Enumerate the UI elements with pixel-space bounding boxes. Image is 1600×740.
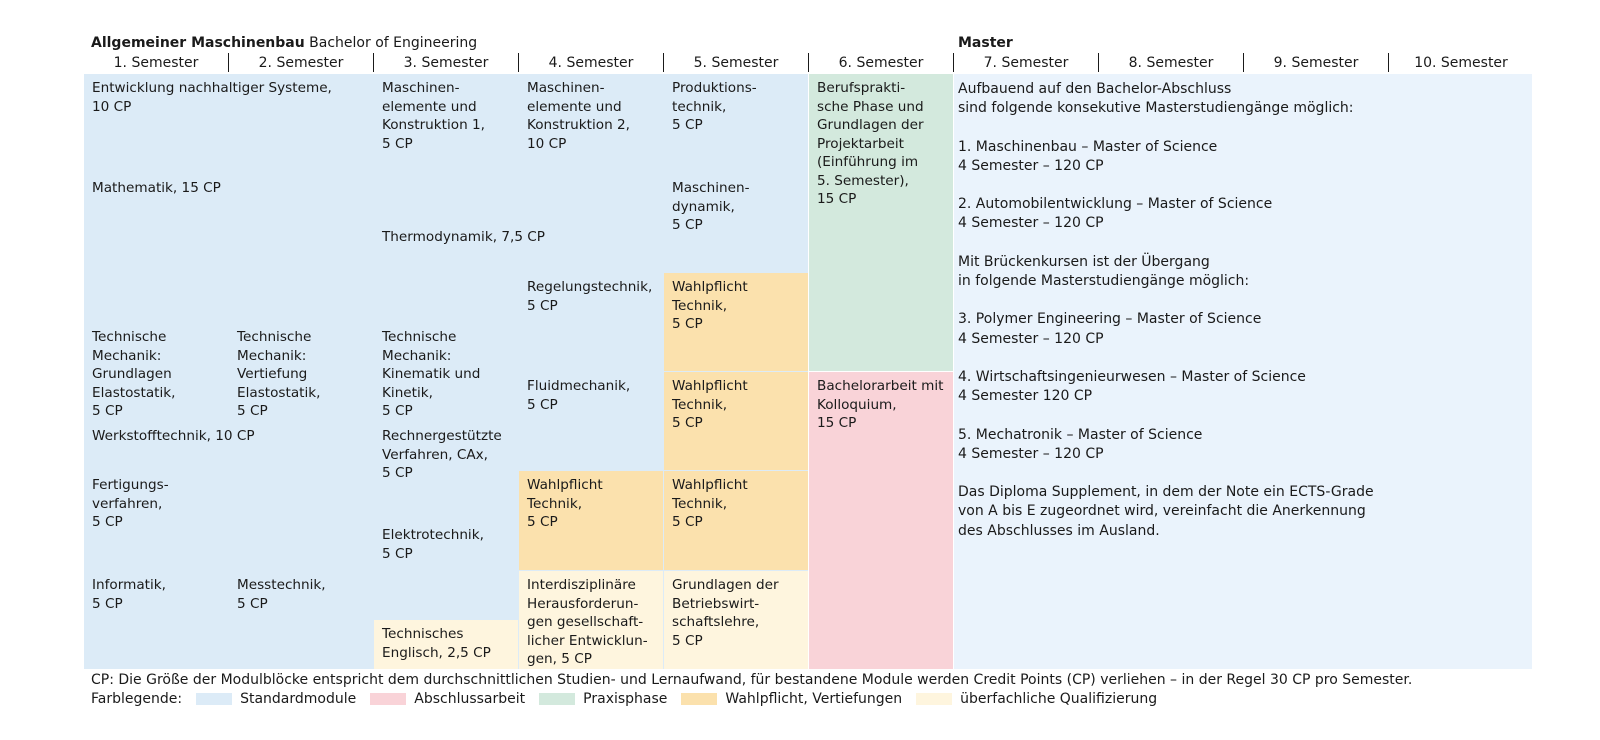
semester-divider: [1388, 53, 1389, 72]
module-wahlpflicht-technik-sem5a: Wahlpflicht Technik, 5 CP: [664, 273, 808, 371]
legend-label-praxisphase: Praxisphase: [583, 691, 668, 707]
semester-4-label: 4. Semester: [548, 55, 634, 71]
module-entwicklung-nachhaltiger-systeme: Entwicklung nachhaltiger Systeme, 10 CP: [84, 74, 373, 173]
master-panel: [954, 74, 1532, 669]
module-fluidmechanik: Fluidmechanik, 5 CP: [519, 372, 663, 470]
semester-divider: [373, 53, 374, 72]
module-tm-vertiefung-elastostatik: Technische Mechanik: Vertiefung Elastost…: [229, 323, 373, 421]
legend-label-wahlpflicht: Wahlpflicht, Vertiefungen: [725, 691, 903, 707]
module-wahlpflicht-technik-sem4: Wahlpflicht Technik, 5 CP: [519, 471, 663, 570]
legend-title: Farblegende:: [91, 691, 183, 707]
module-elektrotechnik: Elektrotechnik, 5 CP: [374, 521, 518, 619]
semester-6-label: 6. Semester: [838, 55, 924, 71]
legend-label-abschlussarbeit: Abschlussarbeit: [414, 691, 526, 707]
semester-8-label: 8. Semester: [1128, 55, 1214, 71]
legend-swatch-ueberfachlich: [916, 693, 953, 705]
semester-divider: [228, 53, 229, 72]
program-degree: Bachelor of Engineering: [309, 35, 478, 51]
semester-divider: [1098, 53, 1099, 72]
semester-divider: [663, 53, 664, 72]
legend-swatch-praxisphase: [539, 693, 576, 705]
color-legend: Farblegende: Standardmodule Abschlussarb…: [91, 690, 1157, 708]
module-maschinenelemente-konstruktion-1: Maschinen- elemente und Konstruktion 1, …: [374, 74, 518, 173]
legend-swatch-abschlussarbeit: [370, 693, 407, 705]
module-fertigungsverfahren: Fertigungs- verfahren, 5 CP: [84, 471, 228, 570]
semester-divider: [518, 53, 519, 72]
module-mathematik: Mathematik, 15 CP: [84, 174, 373, 322]
legend-swatch-wahlpflicht: [681, 693, 718, 705]
semester-5-label: 5. Semester: [693, 55, 779, 71]
legend-label-ueberfachlich: überfachliche Qualifizierung: [960, 691, 1158, 707]
semester-divider: [1243, 53, 1244, 72]
module-regelungstechnik: Regelungstechnik, 5 CP: [519, 273, 663, 371]
module-bachelorarbeit: Bachelorarbeit mit Kolloquium, 15 CP: [809, 372, 953, 669]
semester-2-label: 2. Semester: [258, 55, 344, 71]
module-wahlpflicht-technik-sem5c: Wahlpflicht Technik, 5 CP: [664, 471, 808, 570]
module-produktionstechnik: Produktions- technik, 5 CP: [664, 74, 808, 173]
program-title: Allgemeiner Maschinenbau Bachelor of Eng…: [91, 35, 477, 51]
semester-divider: [953, 53, 954, 72]
module-wahlpflicht-technik-sem5b: Wahlpflicht Technik, 5 CP: [664, 372, 808, 470]
module-maschinendynamik: Maschinen- dynamik, 5 CP: [664, 174, 808, 272]
module-maschinenelemente-konstruktion-2: Maschinen- elemente und Konstruktion 2, …: [519, 74, 663, 222]
cp-footnote: CP: Die Größe der Modulblöcke entspricht…: [91, 672, 1413, 688]
module-tm-grundlagen-elastostatik: Technische Mechanik: Grundlagen Elastost…: [84, 323, 228, 421]
master-description: Aufbauend auf den Bachelor-Abschluss sin…: [958, 81, 1374, 539]
module-grundlagen-betriebswirtschaftslehre: Grundlagen der Betriebswirt- schaftslehr…: [664, 571, 808, 669]
semester-9-label: 9. Semester: [1273, 55, 1359, 71]
semester-10-label: 10. Semester: [1414, 55, 1508, 71]
module-tm-kinematik-kinetik: Technische Mechanik: Kinematik und Kinet…: [374, 323, 518, 421]
legend-swatch-standardmodule: [196, 693, 233, 705]
module-messtechnik: Messtechnik, 5 CP: [229, 571, 373, 669]
master-title: Master: [958, 35, 1013, 51]
semester-7-label: 7. Semester: [983, 55, 1069, 71]
module-rechnergestuetzte-verfahren: Rechnergestützte Verfahren, CAx, 5 CP: [374, 422, 518, 520]
module-interdisziplinaere-herausforderungen: Interdisziplinäre Herausforderun- gen ge…: [519, 571, 663, 669]
semester-3-label: 3. Semester: [403, 55, 489, 71]
module-berufspraktische-phase: Berufsprakti- sche Phase und Grundlagen …: [809, 74, 953, 371]
legend-label-standardmodule: Standardmodule: [240, 691, 357, 707]
semester-divider: [808, 53, 809, 72]
module-technisches-englisch: Technisches Englisch, 2,5 CP: [374, 620, 518, 669]
module-informatik: Informatik, 5 CP: [84, 571, 228, 669]
program-name: Allgemeiner Maschinenbau: [91, 35, 305, 51]
semester-1-label: 1. Semester: [113, 55, 199, 71]
